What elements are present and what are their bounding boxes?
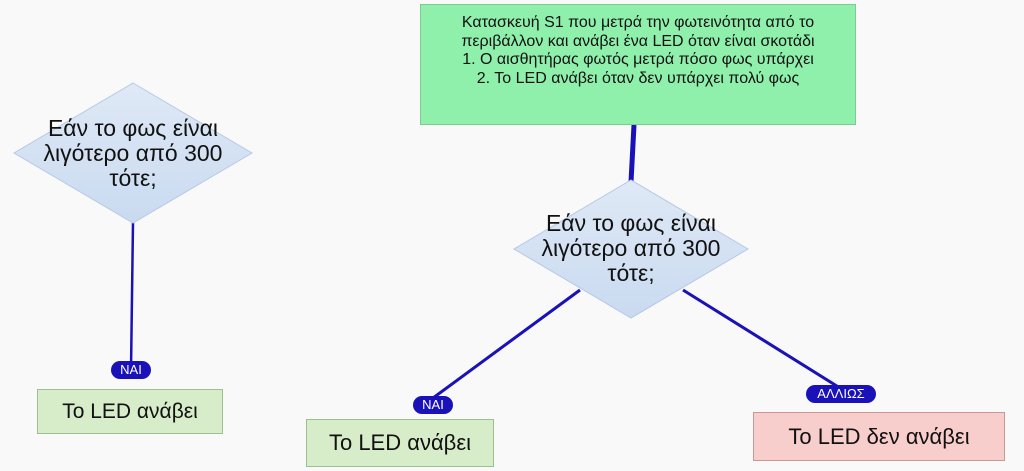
right-yes-result-box[interactable]: Το LED ανάβει: [306, 419, 494, 467]
right-connector-yes: [432, 288, 581, 400]
title-to-decision-connector: [628, 124, 637, 183]
left-decision-diamond[interactable]: [13, 82, 253, 224]
right-no-result-box[interactable]: Το LED δεν ανάβει: [753, 412, 1005, 461]
right-decision-diamond[interactable]: [513, 179, 749, 319]
left-yes-result-box[interactable]: Το LED ανάβει: [37, 389, 223, 434]
right-no-tag: ΑΛΛΙΩΣ: [806, 385, 876, 403]
title-box[interactable]: Κατασκευή S1 που μετρά την φωτεινότητα α…: [420, 4, 856, 125]
right-decision-text: Εάν το φως είναι λιγότερο από 300 τότε;: [541, 210, 721, 286]
right-connector-no: [682, 288, 841, 390]
left-connector-yes: [129, 221, 135, 371]
right-yes-tag: ΝΑΙ: [413, 396, 453, 414]
left-yes-tag: ΝΑΙ: [111, 361, 151, 379]
left-decision-text: Εάν το φως είναι λιγότερο από 300 τότε;: [43, 115, 223, 191]
